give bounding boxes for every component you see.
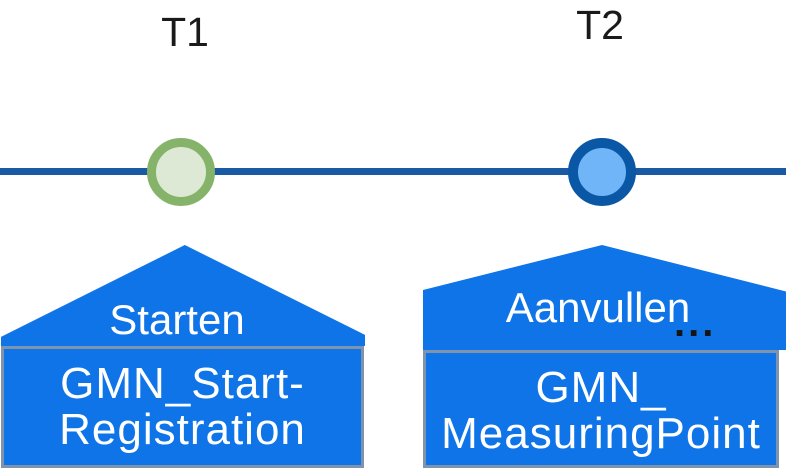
ellipsis-label: ... [674, 301, 717, 345]
block-text-line: MeasuringPoint [441, 409, 761, 458]
timepoint-t1-marker [147, 138, 215, 206]
gmn-measuringpoint-block: GMN_ MeasuringPoint [423, 350, 779, 468]
block-text-line: Registration [59, 405, 306, 454]
timepoint-t1-label: T1 [161, 9, 209, 55]
timepoint-t2-label: T2 [576, 2, 624, 48]
timepoint-t2-marker [568, 138, 636, 206]
timeline-line [0, 168, 786, 175]
gmn-start-registration-block: GMN_Start- Registration [1, 346, 364, 468]
block-text-line: GMN_Start- [60, 359, 305, 408]
block-text-line: GMN_ [535, 363, 667, 412]
event-aanvullen-label: Aanvullen [505, 284, 691, 331]
event-starten-label: Starten [109, 296, 245, 343]
